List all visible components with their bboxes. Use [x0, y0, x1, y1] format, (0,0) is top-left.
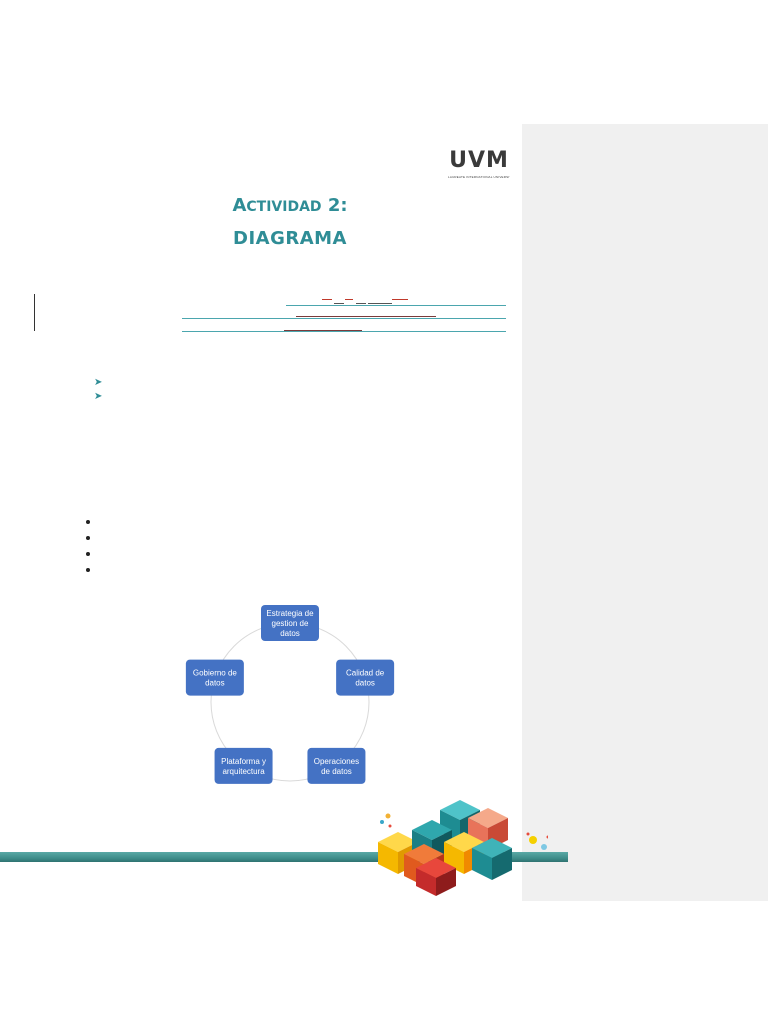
activity-title-rest: CTIVIDAD: [246, 199, 322, 215]
comment-pane: [522, 124, 768, 901]
cycle-node-label: Estrategia de: [266, 609, 314, 618]
activity-title-initial: A: [232, 195, 247, 216]
cycle-node-label: gestion de: [272, 619, 309, 628]
bullet-dot-icon: [86, 536, 90, 540]
tracked-change-mark: [322, 299, 332, 300]
cycle-node-label: Plataforma y: [221, 757, 266, 766]
cycle-node-box: [261, 605, 319, 641]
uvm-logo: UVM LAUREATE INTERNATIONAL UNIVERSITIES: [448, 150, 510, 180]
cycle-node-box: [307, 747, 366, 784]
tracked-change-mark: [345, 299, 353, 300]
tracked-change-mark: [296, 316, 436, 317]
bullet-dot-icon: [86, 520, 90, 524]
bullet-dot-icon: [86, 552, 90, 556]
cycle-node-label: datos: [355, 679, 375, 688]
cycle-node-box: [336, 659, 395, 696]
cycle-node-label: Calidad de: [346, 669, 385, 678]
change-bar: [34, 294, 35, 331]
arrow-bullet-icon: ➤: [94, 377, 103, 388]
info-rule: [182, 318, 506, 319]
info-rule: [286, 305, 506, 306]
cycle-node-label: de datos: [321, 767, 352, 776]
logo-tagline: LAUREATE INTERNATIONAL UNIVERSITIES: [448, 175, 510, 179]
activity-subtitle: DIAGRAMA: [233, 228, 347, 249]
tracked-change-mark: [356, 303, 366, 304]
footer-bar: [0, 852, 568, 862]
tracked-change-mark: [392, 299, 408, 300]
cycle-node-label: Gobierno de: [193, 669, 238, 678]
tracked-change-mark: [368, 303, 392, 304]
info-rule: [182, 331, 506, 332]
tracked-change-mark: [334, 303, 344, 304]
activity-title: ACTIVIDAD 2:: [0, 195, 580, 216]
cycle-node-label: Operaciones: [314, 757, 359, 766]
logo-text: UVM: [449, 148, 509, 173]
decorative-cubes-graphic: [378, 800, 548, 896]
tracked-change-mark: [284, 330, 362, 331]
cycle-node-box: [214, 747, 273, 784]
activity-title-number: 2:: [327, 195, 348, 216]
cycle-node-label: datos: [205, 679, 225, 688]
arrow-bullet-icon: ➤: [94, 391, 103, 402]
bullet-dot-icon: [86, 568, 90, 572]
cycle-node-label: arquitectura: [222, 767, 265, 776]
cycle-node-box: [185, 659, 244, 696]
cycle-node-label: datos: [280, 629, 300, 638]
